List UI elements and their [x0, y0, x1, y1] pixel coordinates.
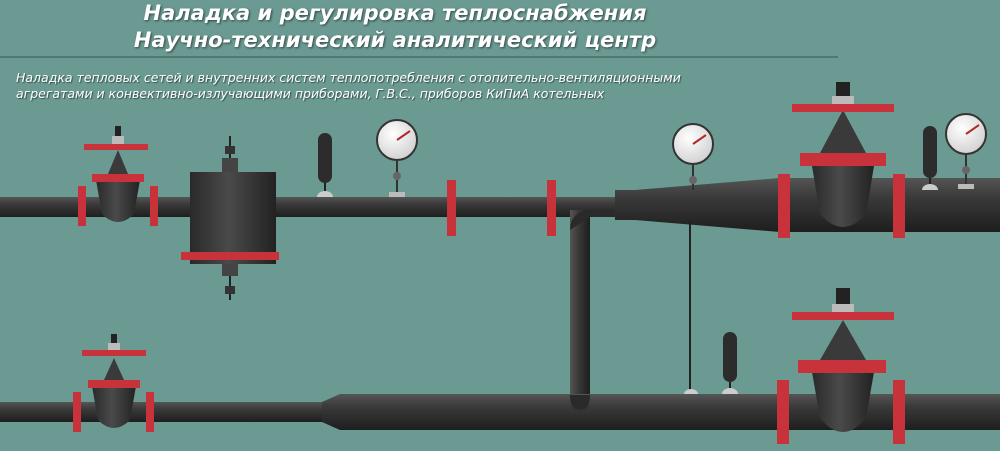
- return-pipe: [0, 394, 1000, 430]
- page-subtitle: Научно-технический аналитический центр: [133, 28, 657, 52]
- gate-valve-icon: [78, 126, 158, 226]
- thermometer-icon: [317, 133, 333, 197]
- supply-pipe: [0, 178, 1000, 232]
- pressure-gauge-icon: [672, 123, 714, 190]
- page-title: Наладка и регулировка теплоснабжения: [143, 1, 647, 25]
- riser-pipe: [570, 210, 615, 402]
- description-line-1: Наладка тепловых сетей и внутренних сист…: [16, 70, 681, 85]
- gate-valve-icon: [777, 288, 905, 444]
- description: Наладка тепловых сетей и внутренних сист…: [16, 70, 836, 102]
- pressure-gauge-icon: [945, 113, 987, 189]
- gate-valve-icon: [73, 334, 154, 432]
- gate-valve-icon: [778, 82, 905, 238]
- pressure-gauge-icon: [376, 119, 418, 197]
- description-line-2: агрегатами и конвективно-излучающими при…: [16, 86, 605, 101]
- thermometer-icon: [722, 332, 738, 394]
- thermometer-icon: [922, 126, 938, 190]
- title-divider: [0, 56, 838, 58]
- mud-filter-icon: [181, 136, 279, 300]
